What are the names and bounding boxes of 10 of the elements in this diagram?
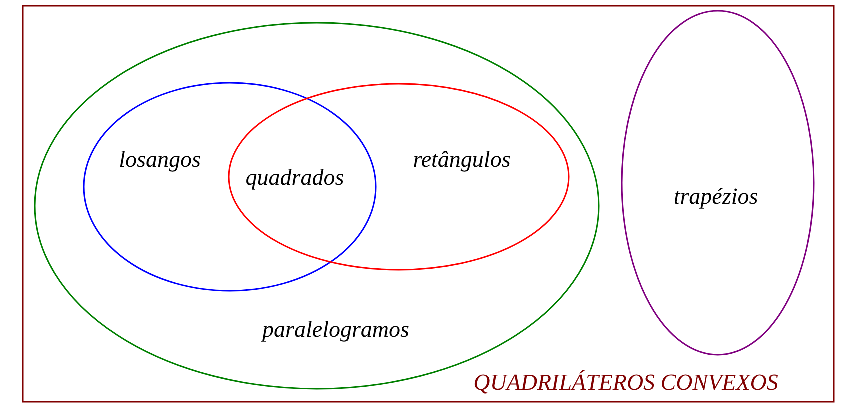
intersection-label: quadrados [246, 165, 344, 191]
set-label: retângulos [413, 147, 511, 173]
set-ellipse [83, 82, 377, 292]
set-frame [22, 5, 835, 403]
set-title: QUADRILÁTEROS CONVEXOS [474, 370, 778, 396]
set-label: paralelogramos [262, 317, 410, 343]
set-ellipse [621, 10, 815, 356]
set-label: trapézios [674, 184, 758, 210]
set-ellipse [228, 83, 570, 271]
set-label: losangos [119, 147, 201, 173]
